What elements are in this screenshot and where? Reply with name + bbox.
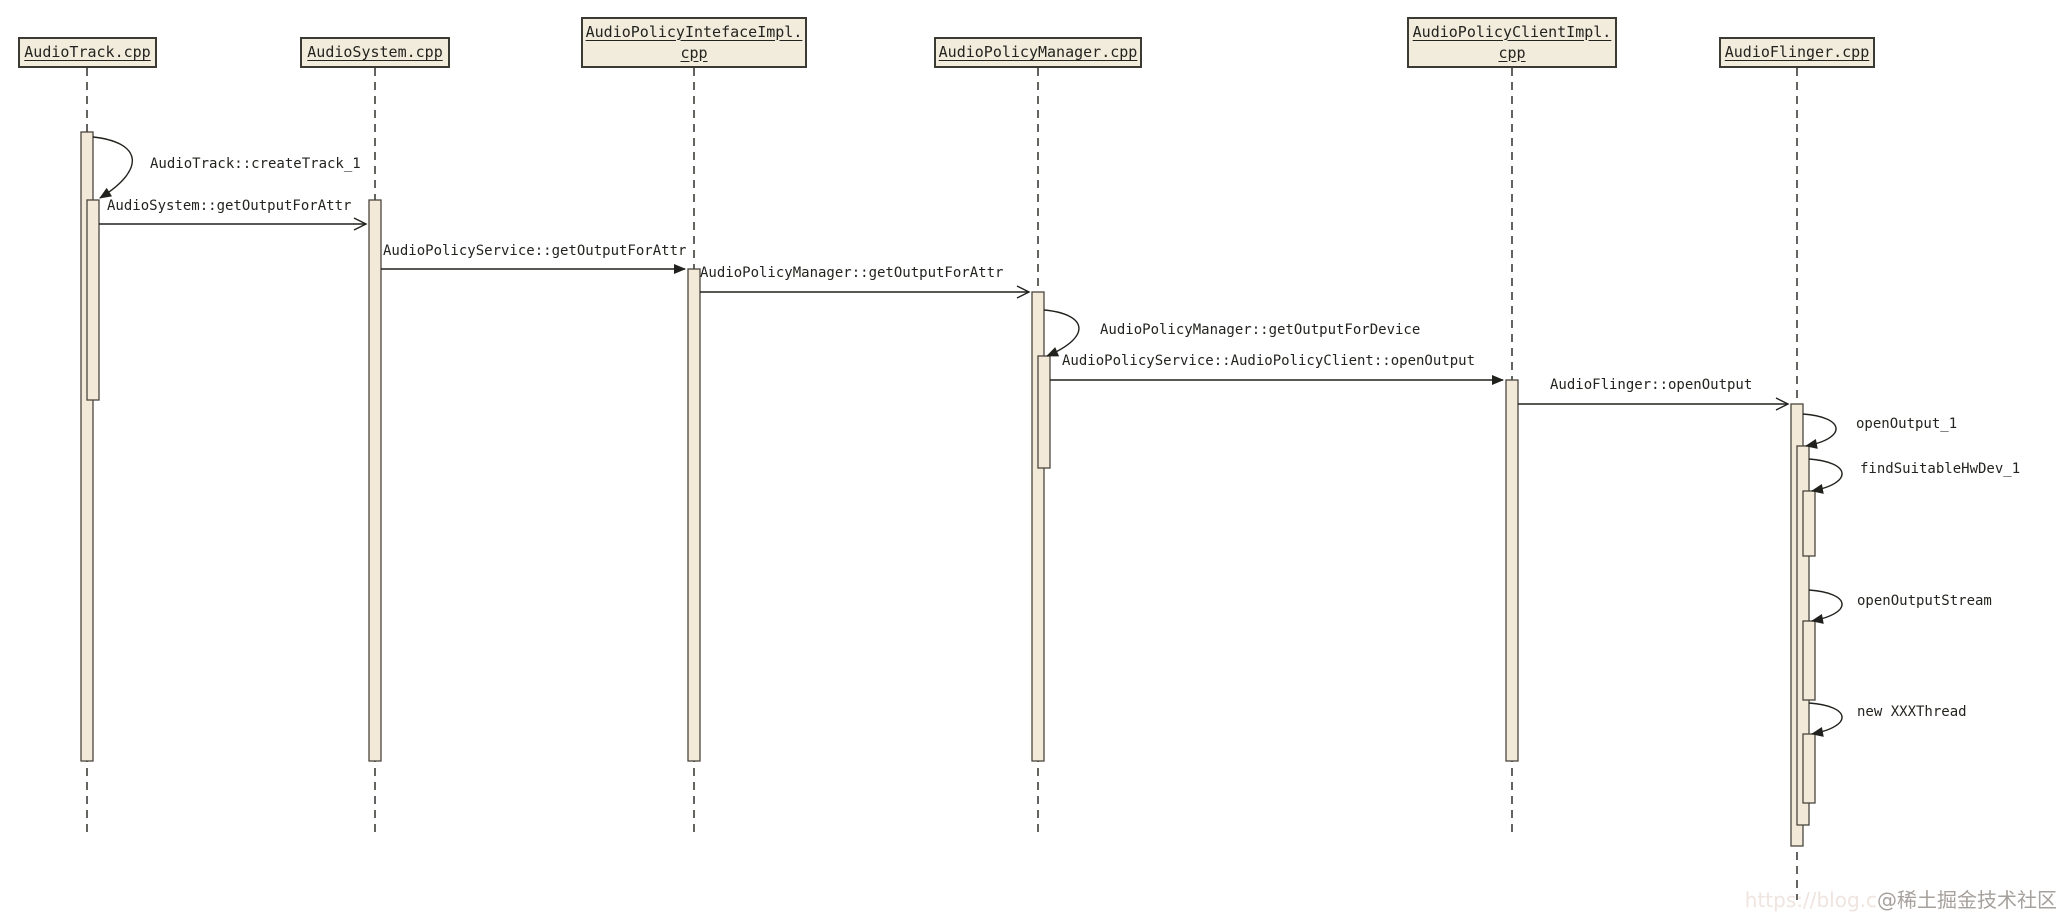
participant-audioflinger: AudioFlinger.cpp	[1719, 37, 1875, 68]
activation-bar-audioflinger-openoutputstream	[1802, 620, 1816, 701]
message-label-openoutputstream: openOutputStream	[1857, 593, 1992, 609]
message-label-openoutput-client: AudioPolicyService::AudioPolicyClient::o…	[1062, 353, 1476, 369]
self-call-arc-newxxxthread	[1808, 702, 1843, 737]
watermark-url-fragment: https://blog.c	[1744, 888, 1877, 912]
message-label-newxxxthread: new XXXThread	[1857, 704, 1967, 720]
message-label-openoutput-audioflinger: AudioFlinger::openOutput	[1550, 377, 1753, 393]
message-label-getoutputforattr-3: AudioPolicyManager::getOutputForAttr	[700, 265, 1004, 281]
activation-bar-audioflinger-findsuitablehwdev	[1802, 490, 1816, 557]
participant-label: AudioPolicyIntefaceImpl.	[585, 22, 803, 41]
message-label-createtrack: AudioTrack::createTrack_1	[150, 156, 361, 172]
activation-bar-audiopolicyclientimpl	[1505, 379, 1519, 762]
activation-bar-audiopolicymanager-nested	[1037, 355, 1051, 469]
participant-audiopolicyintefaceimpl: AudioPolicyIntefaceImpl. cpp	[581, 17, 807, 68]
participant-label: AudioPolicyClientImpl.	[1412, 22, 1612, 41]
participant-label: AudioTrack.cpp	[24, 43, 151, 61]
self-call-arc-createtrack	[92, 136, 133, 199]
activation-bar-audiosystem	[368, 199, 382, 762]
participant-label: AudioSystem.cpp	[307, 43, 443, 61]
participant-audiopolicymanager: AudioPolicyManager.cpp	[934, 37, 1142, 68]
self-call-arc-openoutput1	[1802, 413, 1837, 449]
message-label-openoutput1: openOutput_1	[1856, 416, 1958, 432]
participant-audiotrack: AudioTrack.cpp	[18, 37, 157, 68]
watermark: https://blog.c@稀土掘金技术社区	[1745, 884, 2057, 913]
activation-bar-audiotrack-nested	[86, 199, 100, 401]
participant-label-line2: cpp	[1498, 43, 1526, 62]
message-label-getoutputforattr-2: AudioPolicyService::getOutputForAttr	[383, 243, 687, 259]
activation-bar-audiopolicyintefaceimpl	[687, 268, 701, 762]
participant-label: AudioFlinger.cpp	[1724, 43, 1870, 61]
message-label-getoutputforattr-1: AudioSystem::getOutputForAttr	[107, 198, 352, 214]
activation-bar-audioflinger-newxxxthread	[1802, 733, 1816, 804]
self-call-arc-findsuitablehwdev	[1808, 458, 1843, 494]
self-call-arc-openoutputstream	[1808, 589, 1843, 624]
message-label-getoutputfordevice: AudioPolicyManager::getOutputForDevice	[1100, 322, 1421, 338]
watermark-community-label: @稀土掘金技术社区	[1877, 888, 2057, 912]
message-label-findsuitablehwdev: findSuitableHwDev_1	[1860, 461, 2021, 477]
participant-label-line2: cpp	[680, 43, 708, 62]
participant-audiopolicyclientimpl: AudioPolicyClientImpl. cpp	[1407, 17, 1617, 68]
participant-label: AudioPolicyManager.cpp	[938, 43, 1138, 61]
participant-audiosystem: AudioSystem.cpp	[300, 37, 450, 68]
self-call-arc-getoutputfordevice	[1043, 309, 1080, 357]
